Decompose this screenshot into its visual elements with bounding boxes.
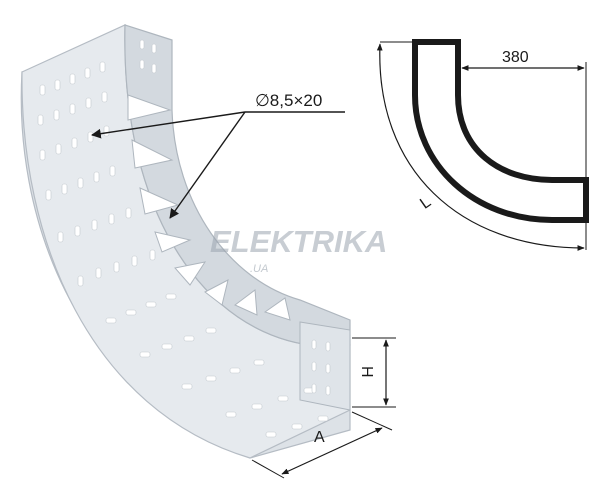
tray-perforations <box>37 39 331 438</box>
hole-size-label: ∅8,5×20 <box>255 91 322 110</box>
tray-notches <box>127 94 291 321</box>
height-dimension: H <box>352 337 396 408</box>
profile-outline <box>412 39 589 223</box>
hole-leader-upper <box>91 111 246 139</box>
profile-dimension-label: 380 <box>502 49 529 66</box>
height-label: H <box>358 366 375 378</box>
profile-length-arc <box>376 43 585 251</box>
tray-straight-end <box>299 321 351 411</box>
width-dimension: A <box>251 411 393 479</box>
width-label: A <box>314 429 325 446</box>
profile-diagram: 380 L <box>376 39 589 251</box>
watermark-domain: .UA <box>250 263 268 275</box>
watermark-brand: ELEKTRIKA <box>210 224 387 259</box>
watermark-logo: ELEKTRIKA .UA <box>210 224 387 275</box>
hole-leader-lower <box>169 111 246 219</box>
width-dimension-arrow <box>281 427 383 475</box>
hole-size-callout: ∅8,5×20 <box>91 91 345 219</box>
profile-length-label: L <box>417 194 434 213</box>
